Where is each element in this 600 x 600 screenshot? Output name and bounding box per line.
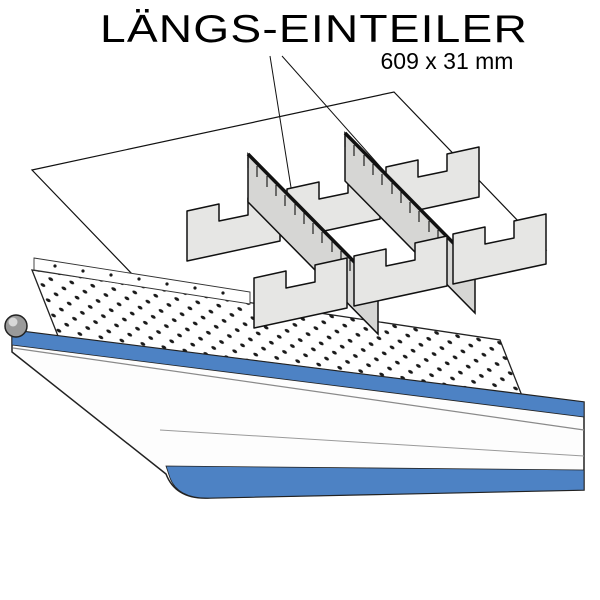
cross-divider-row-front xyxy=(253,213,547,329)
front-groove-line xyxy=(12,347,585,431)
cross-divider-panel xyxy=(452,213,547,285)
dimension-label: 609 x 31 mm xyxy=(381,48,514,74)
drawer-front-panel xyxy=(4,314,585,499)
back-rail-strip xyxy=(33,257,251,305)
accent-stripe-top xyxy=(11,329,585,418)
accent-stripe-bottom xyxy=(165,465,585,499)
leader-line-left xyxy=(269,55,294,201)
product-title: LÄNGS-EINTEILER xyxy=(100,8,528,51)
handle-knob xyxy=(4,314,28,338)
front-groove-line-2 xyxy=(159,429,585,457)
cross-divider-panel xyxy=(253,257,348,329)
cross-divider-panel xyxy=(353,235,448,307)
